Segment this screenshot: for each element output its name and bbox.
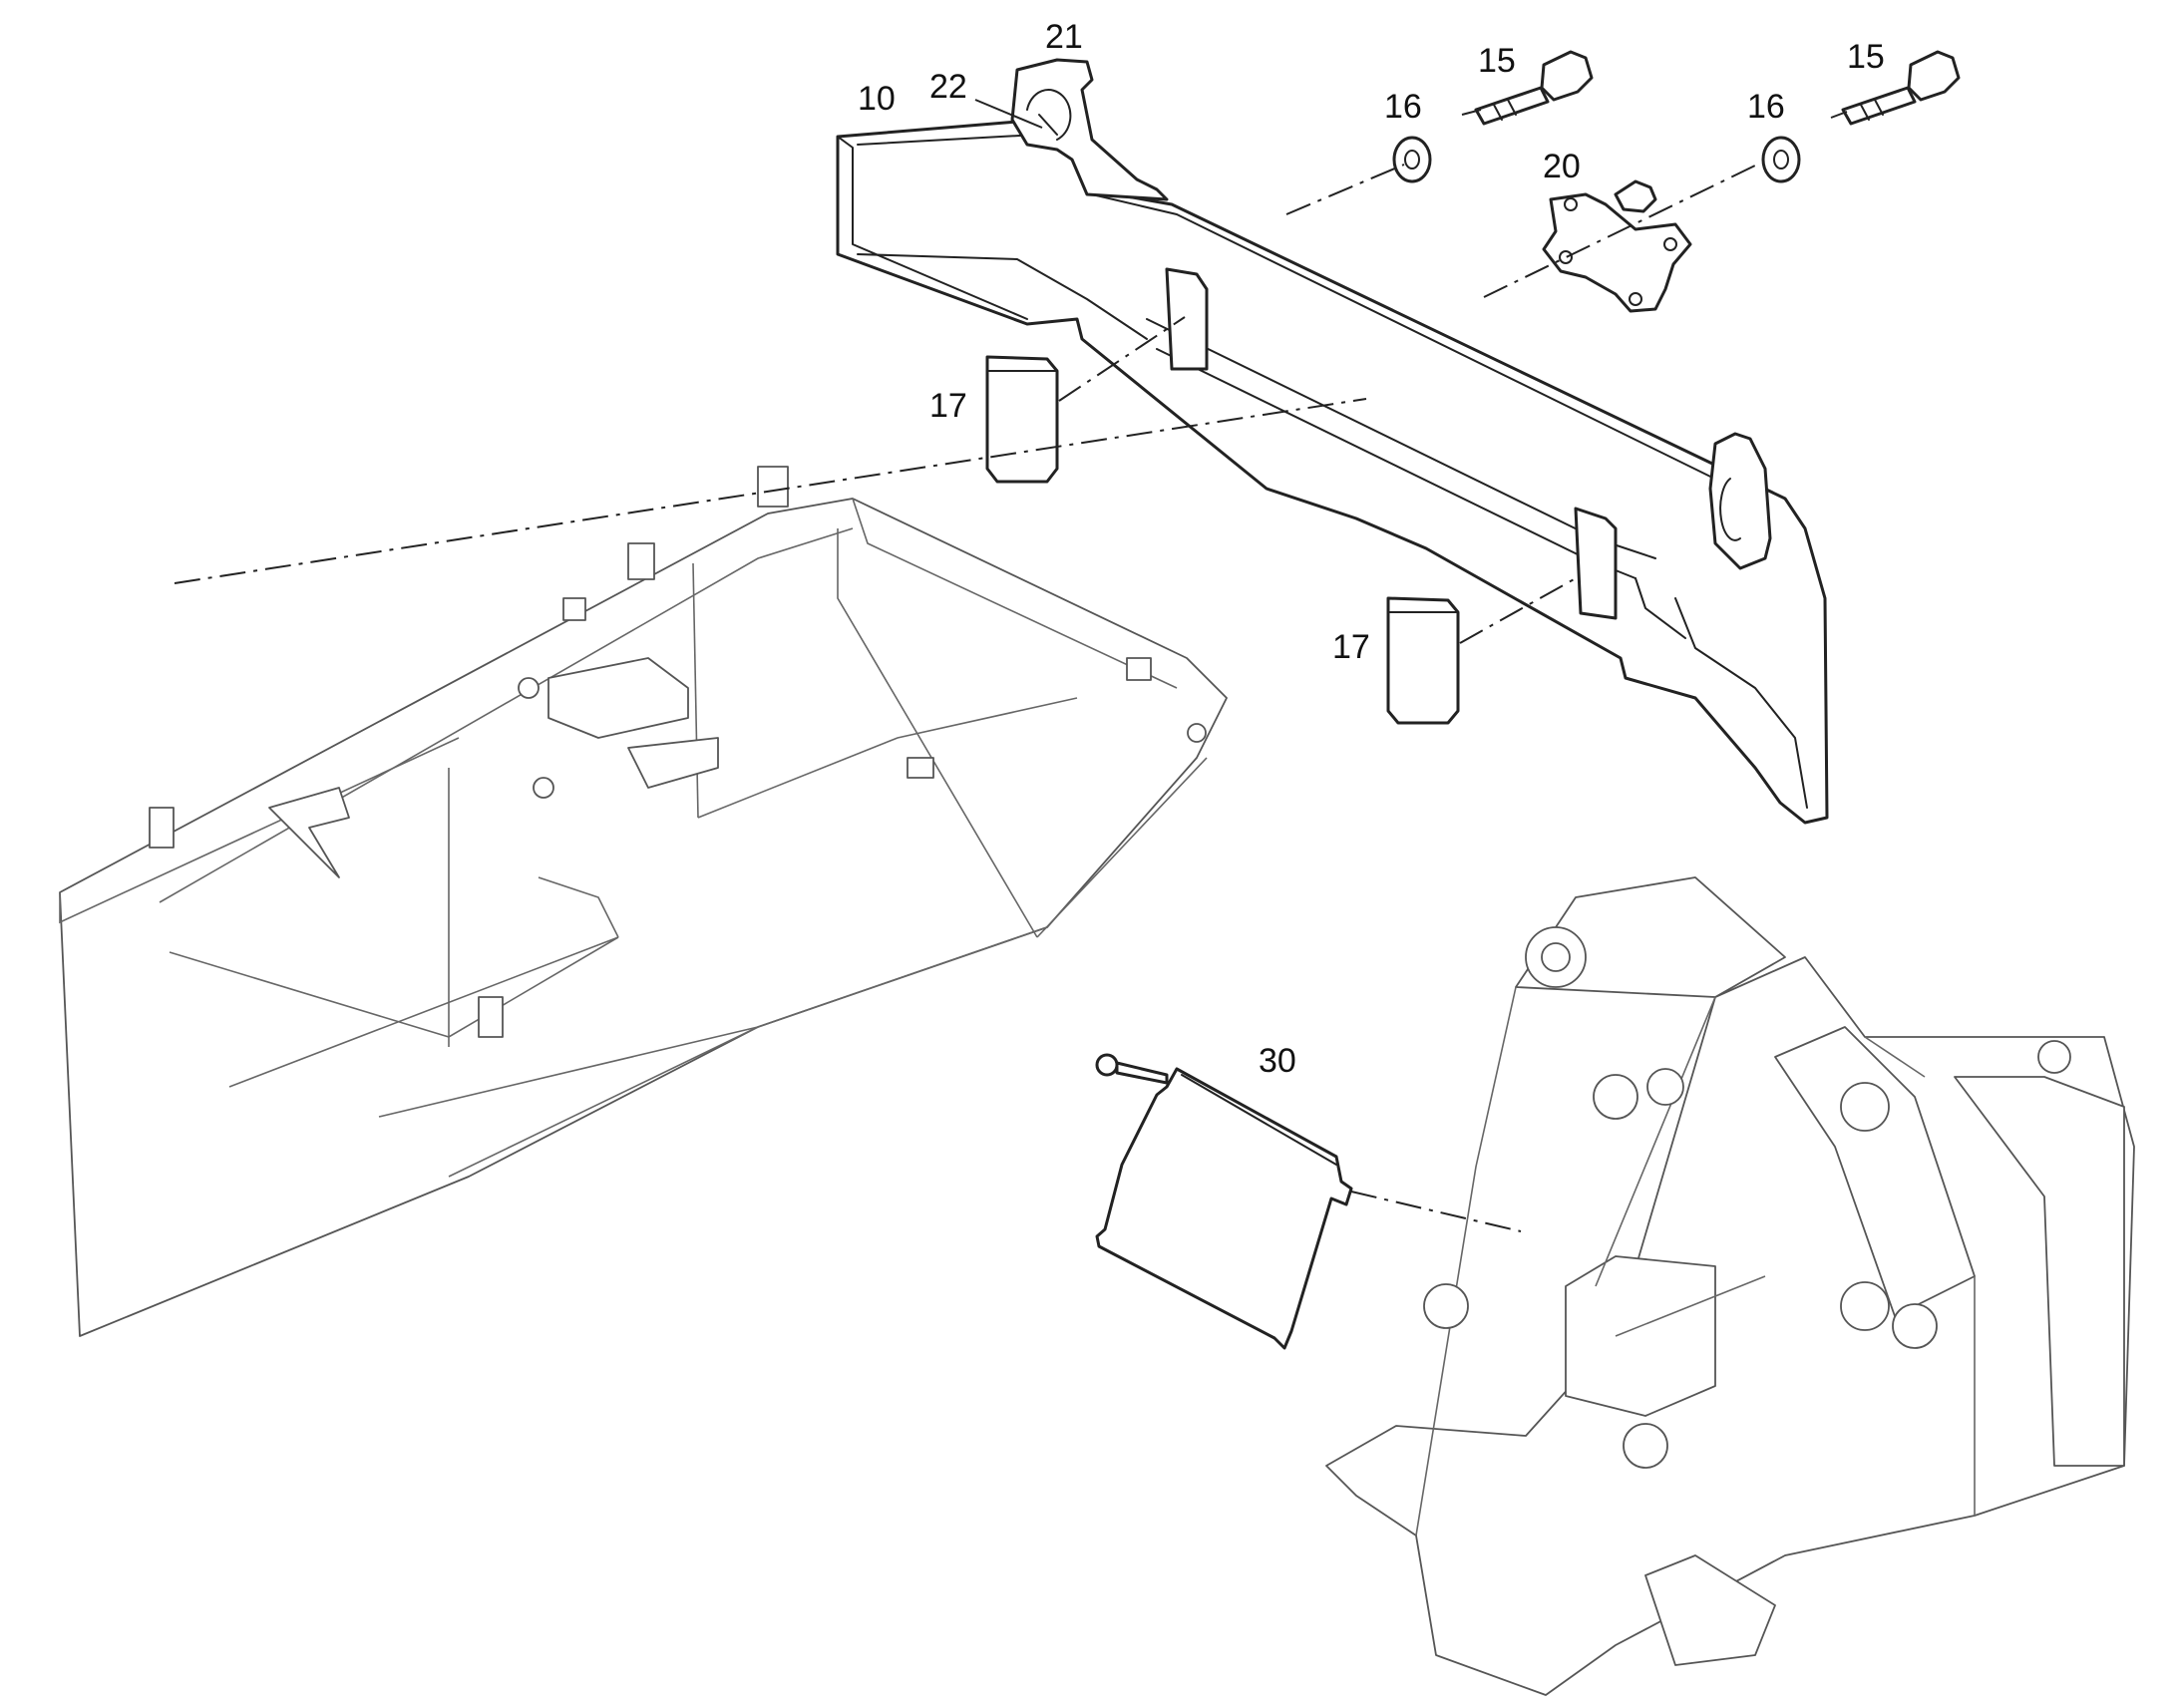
rear-frame [59, 466, 1228, 1337]
callout-16-right: 16 [1747, 88, 1785, 126]
bolt-left [1474, 50, 1594, 126]
callout-17-right: 17 [1332, 628, 1370, 666]
weight-block-left [985, 355, 1059, 484]
callout-labels: 21 22 10 15 15 16 16 20 17 17 30 [858, 18, 1885, 1080]
counterweight-beam [836, 58, 1829, 825]
callout-30: 30 [1259, 1042, 1296, 1080]
front-frame [1325, 876, 2135, 1696]
bolt-right [1841, 50, 1961, 126]
callout-10: 10 [858, 80, 896, 118]
callout-20: 20 [1543, 148, 1581, 185]
weight-block-right [1386, 596, 1460, 725]
cover-screw [1095, 1053, 1169, 1085]
callout-16-left: 16 [1384, 88, 1422, 126]
plate-with-pin [1542, 179, 1692, 313]
washer-left [1392, 136, 1432, 183]
callout-15-right: 15 [1847, 38, 1885, 76]
callout-21: 21 [1045, 18, 1083, 56]
assembly-leader-lines [174, 109, 1848, 1232]
callout-15-left: 15 [1478, 42, 1516, 80]
callout-17-left: 17 [929, 387, 967, 425]
washer-right [1761, 136, 1801, 183]
callout-22: 22 [929, 68, 967, 106]
callout-line-22 [974, 99, 1043, 129]
cover-plate [1095, 1067, 1353, 1350]
